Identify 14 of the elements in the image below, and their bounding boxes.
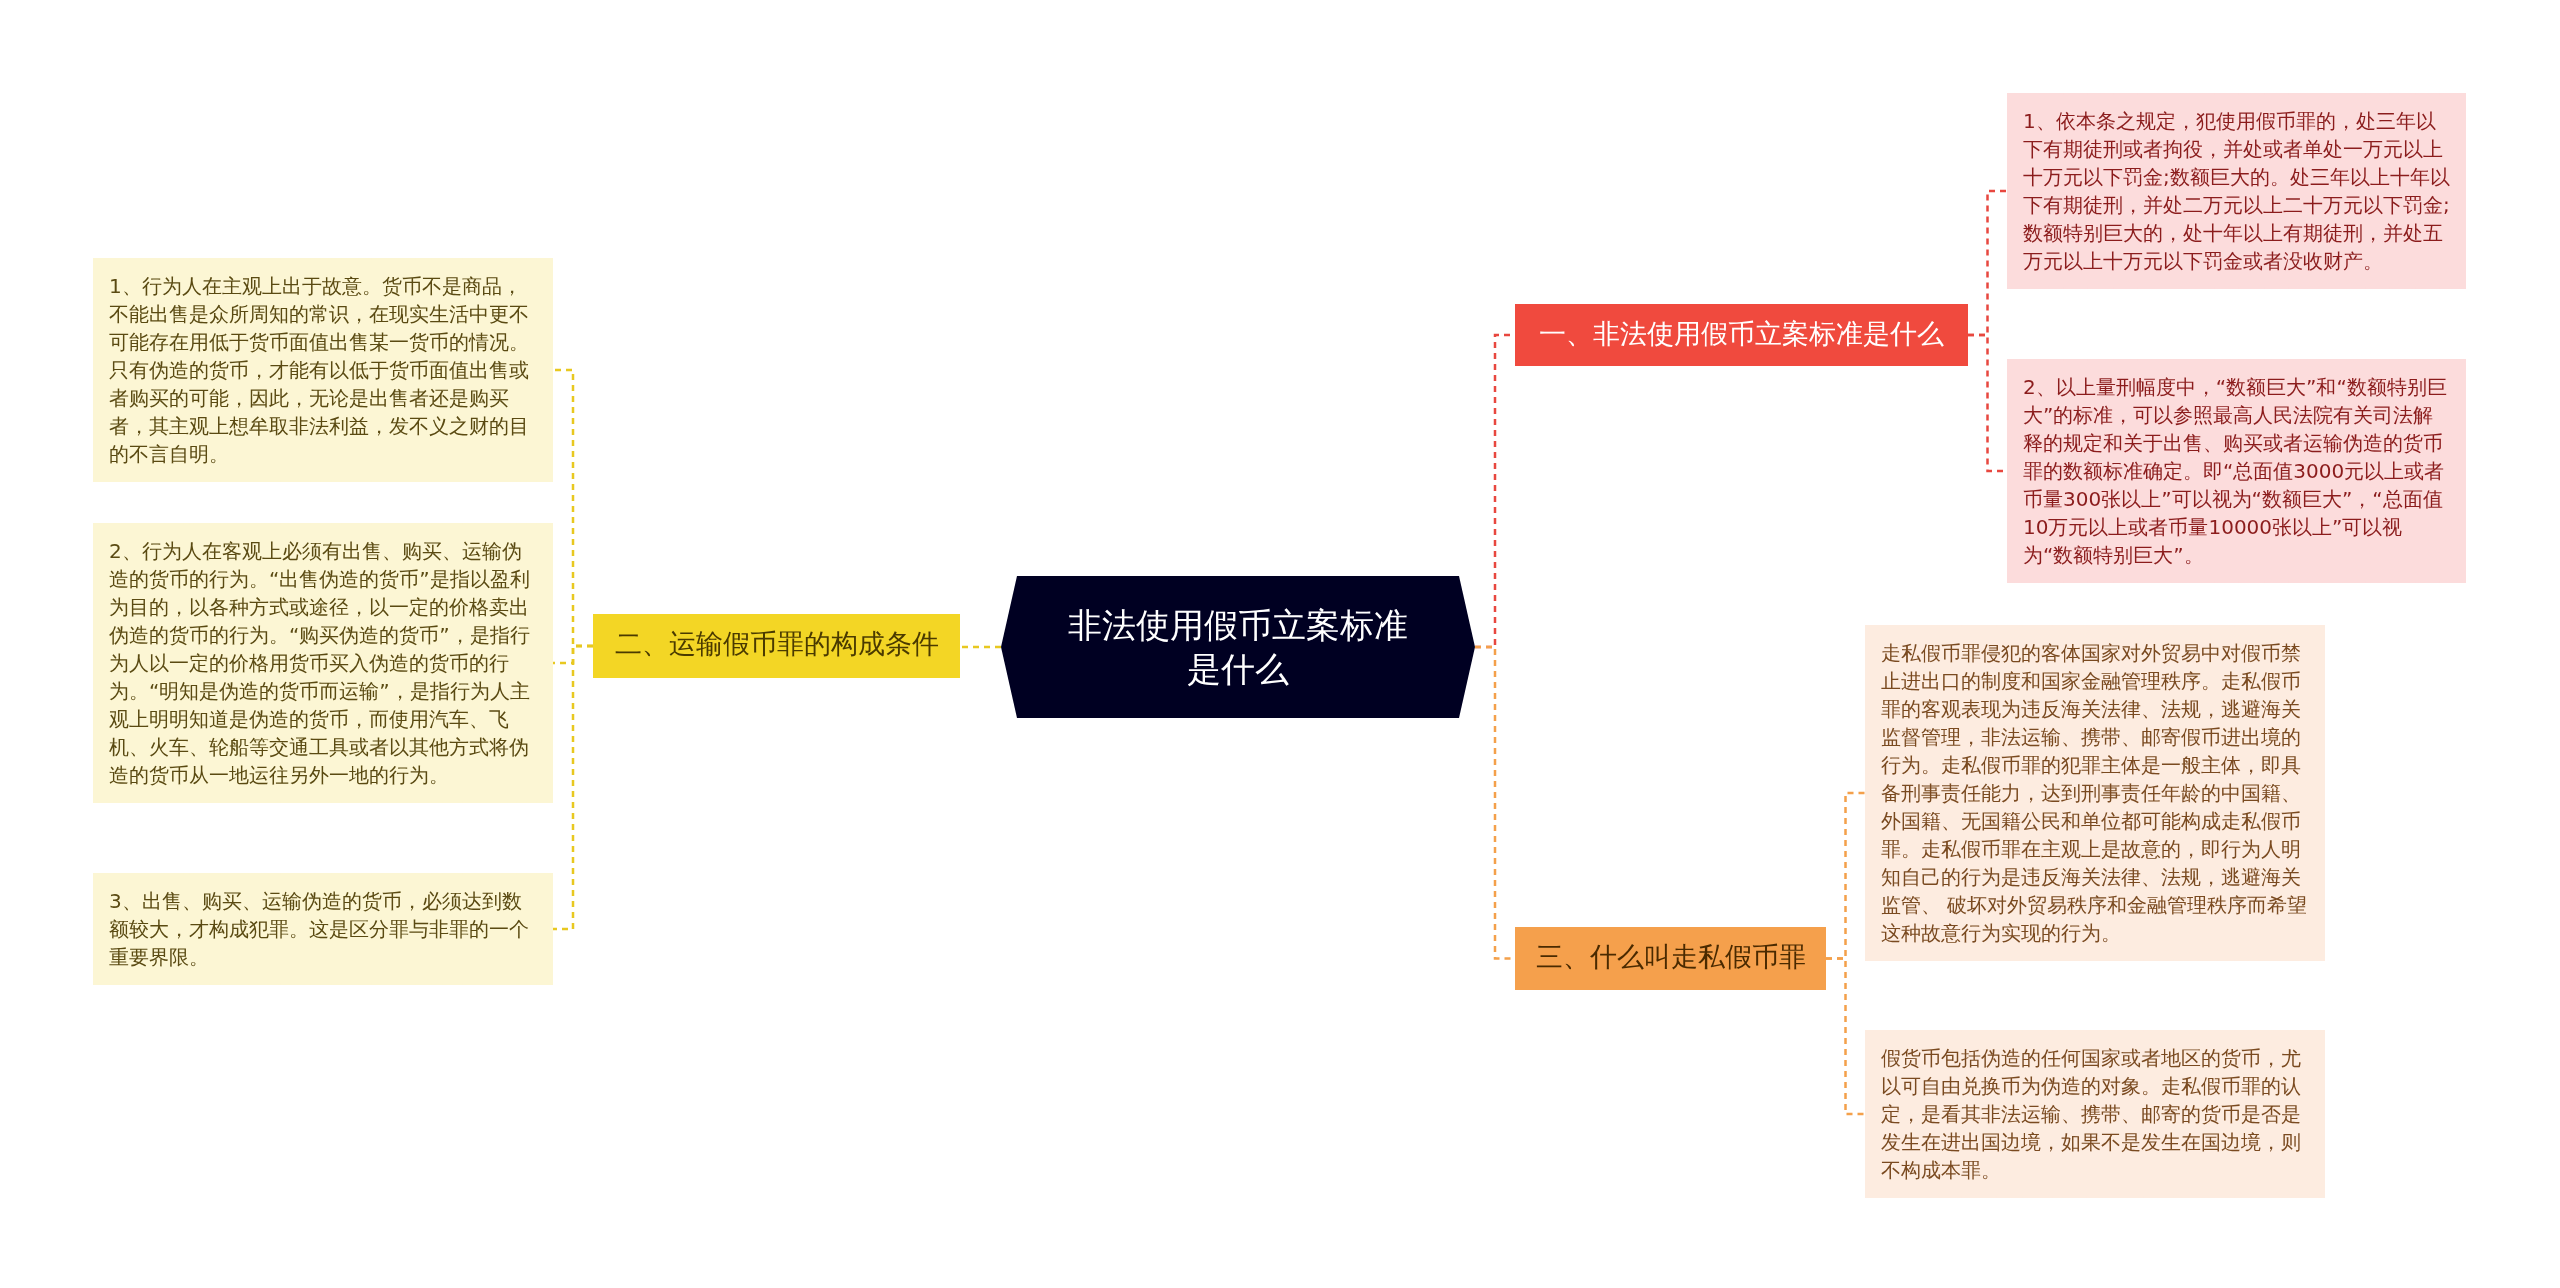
topic-box: 一、非法使用假币立案标准是什么 [1515,304,1968,366]
connector-line [553,644,593,931]
note-box: 3、出售、购买、运输伪造的货币，必须达到数额较大，才构成犯罪。这是区分罪与非罪的一个重要界限。 [93,873,553,985]
note-box: 1、行为人在主观上出于故意。货币不是商品，不能出售是众所周知的常识，在现实生活中更不可能存在用低于货币面值出售某一货币的情况。只有伪造的货币，才能有以低于货币面值出售或者购买的可能，因此，无论是出售者还是购买者，其主观上想牟取非法利益，发不义之财的目的不言自明。 [93,258,553,482]
note-box: 2、行为人在客观上必须有出售、购买、运输伪造的货币的行为。“出售伪造的货币”是指以盈利为目的，以各种方式或途径，以一定的价格卖出伪造的货币的行为。“购买伪造的货币”，是指行为人以一定的价格用货币买入伪造的货币的行为。“明知是伪造的货币而运输”，是指行为人主观上明明知道是伪造的货币，而使用汽车、飞机、火车、轮船等交通工具或者以其他方式将伪造的货币从一地运往另外一地的行为。 [93,523,553,803]
topic-box: 二、运输假币罪的构成条件 [593,614,960,678]
central-topic-hexagon: 非法使用假币立案标准是什么 [1001,576,1475,718]
topic-box: 三、什么叫走私假币罪 [1515,927,1826,990]
connector-line [960,645,1001,649]
note-box: 2、以上量刑幅度中，“数额巨大”和“数额特别巨大”的标准，可以参照最高人民法院有关司法解释的规定和关于出售、购买或者运输伪造的货币罪的数额标准确定。即“总面值3000元以上或者币量300张以上”可以视为“数额巨大”，“总面值10万元以上或者币量10000张以上”可以视为“数额特别巨大”。 [2007,359,2466,583]
connector-line [1826,957,1865,1116]
note-box: 假货币包括伪造的任何国家或者地区的货币，尤以可自由兑换币为伪造的对象。走私假币罪的认定，是看其非法运输、携带、邮寄的货币是否是发生在进出国边境，如果不是发生在国边境，则不构成本罪。 [1865,1030,2325,1198]
note-box: 走私假币罪侵犯的客体国家对外贸易中对假币禁止进出口的制度和国家金融管理秩序。走私假币罪的客观表现为违反海关法律、法规，逃避海关监督管理，非法运输、携带、邮寄假币进出境的行为。走私假币罪的犯罪主体是一般主体，即具备刑事责任能力，达到刑事责任年龄的中国籍、外国籍、无国籍公民和单位都可能构成走私假币罪。走私假币罪在主观上是故意的，即行为人明知自己的行为是违反海关法律、法规，逃避海关监管、 破坏对外贸易秩序和金融管理秩序而希望这种故意行为实现的行为。 [1865,625,2325,961]
note-box: 1、依本条之规定，犯使用假币罪的，处三年以下有期徒刑或者拘役，并处或者单处一万元以上十万元以下罚金;数额巨大的。处三年以上十年以下有期徒刑，并处二万元以上二十万元以下罚金;数额特别巨大的，处十年以上有期徒刑，并处五万元以上十万元以下罚金或者没收财产。 [2007,93,2466,289]
